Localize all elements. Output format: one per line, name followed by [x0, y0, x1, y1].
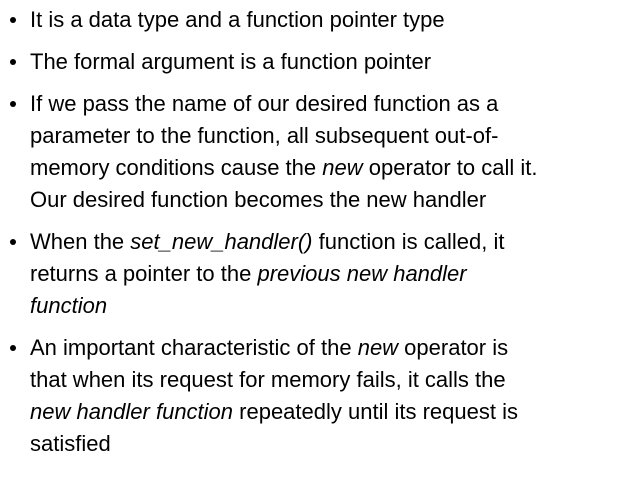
bullet-item: The formal argument is a function pointe…: [10, 46, 636, 78]
bullet-text: It is a data type and a function pointer…: [30, 4, 636, 36]
bullet-text-segment: When the: [30, 229, 131, 254]
bullet-text-segment: An important characteristic of the: [30, 335, 358, 360]
bullet-text-segment: operator is that when its request for me…: [30, 335, 509, 392]
bullet-text: If we pass the name of our desired funct…: [30, 88, 636, 216]
bullet-text-segment: If we pass the name of our desired funct…: [30, 91, 499, 180]
bullet-text-segment-italic: new handler function: [30, 399, 234, 424]
bullet-list: It is a data type and a function pointer…: [10, 4, 636, 460]
bullet-item: An important characteristic of the new o…: [10, 332, 636, 460]
bullet-text-segment-italic: new: [322, 155, 363, 180]
bullet-text-segment: repeatedly until its request is satisfie…: [30, 399, 518, 456]
bullet-icon: [10, 17, 16, 23]
bullet-text: When the set_new_handler() function is c…: [30, 226, 636, 322]
bullet-text-segment: It is a data type and a function pointer…: [30, 7, 445, 32]
bullet-text-segment-italic: set_new_handler(): [130, 229, 313, 254]
bullet-text-segment-italic: previous new handler function: [30, 261, 467, 318]
bullet-text-segment: function is called, it returns a pointer…: [30, 229, 505, 286]
bullet-text-segment: operator to call it. Our desired functio…: [30, 155, 538, 212]
bullet-icon: [10, 239, 16, 245]
bullet-icon: [10, 101, 16, 107]
bullet-item: If we pass the name of our desired funct…: [10, 88, 636, 216]
bullet-item: It is a data type and a function pointer…: [10, 4, 636, 36]
bullet-text: The formal argument is a function pointe…: [30, 46, 636, 78]
bullet-icon: [10, 345, 16, 351]
bullet-text-segment: The formal argument is a function pointe…: [30, 49, 432, 74]
bullet-text-segment-italic: new: [357, 335, 399, 360]
bullet-item: When the set_new_handler() function is c…: [10, 226, 636, 322]
bullet-icon: [10, 59, 16, 65]
bullet-text: An important characteristic of the new o…: [30, 332, 636, 460]
